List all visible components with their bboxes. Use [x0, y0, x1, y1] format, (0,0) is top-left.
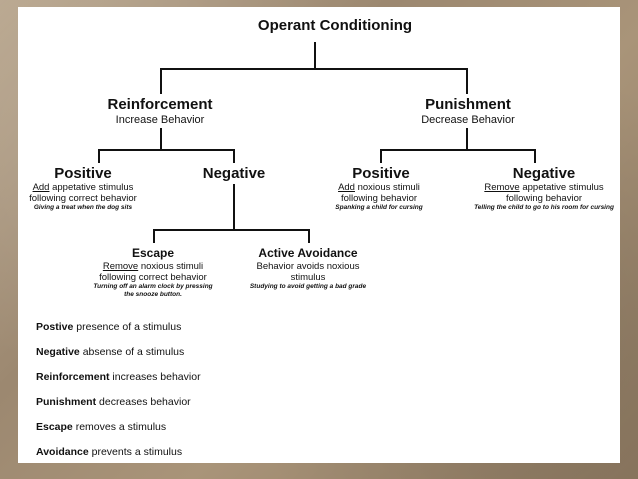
r-negative-heading: Negative — [202, 165, 266, 182]
legend-term: Negative — [36, 346, 80, 358]
connector-r-positive-drop — [98, 149, 100, 163]
p-negative-line1-rest: appetative stimulus — [519, 182, 604, 193]
avoidance-heading: Active Avoidance — [258, 246, 358, 260]
escape-remove: Remove — [102, 261, 139, 272]
legend-def: decreases behavior — [96, 396, 191, 408]
legend-item-avoidance: Avoidance prevents a stimulus — [36, 446, 182, 458]
connector-avoidance-drop — [308, 229, 310, 243]
legend-def: prevents a stimulus — [88, 446, 183, 458]
r-positive-line1: Add appetative stimulus — [18, 182, 168, 193]
connector-reinforcement-stem — [160, 128, 162, 150]
escape-example-line1: Turning off an alarm clock by pressing — [93, 283, 213, 290]
punishment-desc: Decrease Behavior — [421, 114, 515, 126]
connector-reinforcement-bar — [98, 149, 234, 151]
p-positive-add: Add — [338, 182, 355, 193]
connector-reinforcement-drop — [160, 68, 162, 94]
connector-punishment-drop — [466, 68, 468, 94]
diagram-canvas: Operant Conditioning Reinforcement Incre… — [18, 7, 620, 463]
escape-line1: Remove noxious stimuli — [68, 261, 238, 272]
legend-term: Avoidance — [36, 446, 89, 458]
connector-negative-bar — [153, 229, 309, 231]
legend-term: Escape — [36, 421, 73, 433]
r-positive-line2: following correct behavior — [29, 193, 137, 204]
p-positive-example: Spanking a child for cursing — [335, 204, 423, 211]
escape-line1-rest: noxious stimuli — [138, 261, 204, 272]
p-negative-example: Telling the child to go to his room for … — [474, 204, 614, 211]
escape-line2: following correct behavior — [99, 272, 207, 283]
legend-term: Punishment — [36, 396, 97, 408]
legend-term: Reinforcement — [36, 371, 110, 383]
connector-punishment-bar — [380, 149, 535, 151]
connector-r-negative-drop — [233, 149, 235, 163]
legend-def: presence of a stimulus — [73, 321, 182, 333]
r-positive-example: Giving a treat when the dog sits — [33, 204, 133, 211]
p-negative-line1: Remove appetative stimulus — [458, 182, 620, 193]
legend-item-negative: Negative absense of a stimulus — [36, 346, 184, 358]
p-negative-heading: Negative — [512, 165, 576, 182]
legend-item-reinforcement: Reinforcement increases behavior — [36, 371, 201, 383]
punishment-heading: Punishment — [425, 96, 511, 113]
r-positive-add: Add — [32, 182, 50, 193]
connector-p-positive-drop — [380, 149, 382, 163]
avoidance-line2: stimulus — [290, 272, 326, 283]
connector-top-bar — [160, 68, 467, 70]
escape-heading: Escape — [131, 246, 175, 260]
p-positive-line1: Add noxious stimuli — [304, 182, 454, 193]
connector-escape-drop — [153, 229, 155, 243]
p-positive-line2: following behavior — [340, 193, 418, 204]
connector-punishment-stem — [466, 128, 468, 150]
p-negative-remove: Remove — [484, 182, 520, 193]
connector-negative-stem — [233, 184, 235, 230]
r-positive-line1-rest: appetative stimulus — [49, 182, 134, 193]
p-negative-line2: following behavior — [505, 193, 583, 204]
connector-title-stem — [314, 42, 316, 69]
legend-def: removes a stimulus — [72, 421, 167, 433]
reinforcement-desc: Increase Behavior — [115, 114, 205, 126]
p-positive-line1-rest: noxious stimuli — [354, 182, 420, 193]
reinforcement-heading: Reinforcement — [107, 96, 213, 113]
legend-item-punishment: Punishment decreases behavior — [36, 396, 191, 408]
legend-item-escape: Escape removes a stimulus — [36, 421, 166, 433]
legend-def: increases behavior — [109, 371, 201, 383]
connector-p-negative-drop — [534, 149, 536, 163]
r-positive-heading: Positive — [54, 165, 112, 182]
avoidance-line1: Behavior avoids noxious — [256, 261, 360, 272]
legend-item-positive: Postive presence of a stimulus — [36, 321, 181, 333]
legend-term: Postive — [36, 321, 74, 333]
legend-def: absense of a stimulus — [79, 346, 185, 358]
p-positive-heading: Positive — [352, 165, 410, 182]
avoidance-example: Studying to avoid getting a bad grade — [249, 283, 367, 290]
diagram-title: Operant Conditioning — [257, 17, 413, 34]
escape-example-line2: the snooze button. — [124, 291, 182, 298]
